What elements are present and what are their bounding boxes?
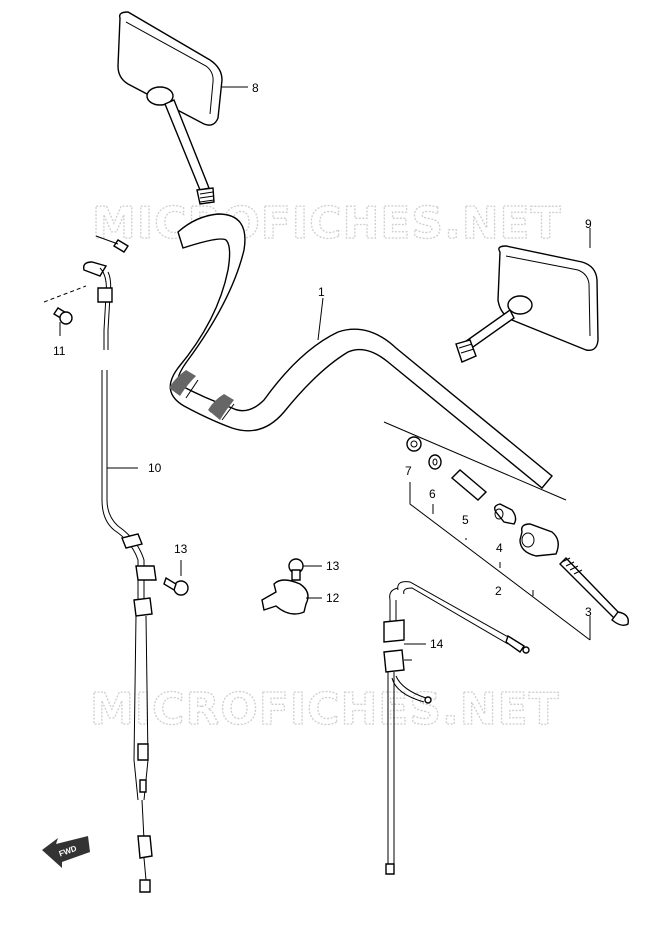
watermark-top: MICROFICHES.NET [92, 198, 562, 249]
fwd-arrow-badge: FWD [42, 836, 90, 868]
callout-1: 1 [318, 285, 325, 299]
watermark-bottom: MICROFICHES.NET [90, 684, 560, 735]
mirror-right [455, 228, 599, 363]
parts-group-lines [383, 421, 591, 641]
callout-4: 4 [496, 541, 503, 555]
cable-10 [82, 235, 157, 893]
callout-7: 7 [405, 464, 412, 478]
part-washer-6 [428, 454, 442, 470]
callout-11: 11 [53, 344, 66, 358]
callout-14: 14 [430, 637, 444, 651]
part-nut-7 [406, 436, 422, 452]
part-clamp-12 [261, 579, 322, 615]
callout-5: 5 [462, 513, 469, 527]
callout-10: 10 [148, 461, 162, 475]
part-pin-5 [450, 469, 488, 501]
callout-9: 9 [585, 217, 592, 231]
part-collar-4 [493, 503, 517, 525]
callout-3: 3 [585, 605, 592, 619]
part-screw-3 [559, 557, 629, 627]
callout-8: 8 [252, 81, 259, 95]
part-screw-13-left [163, 560, 189, 596]
cable-14 [383, 581, 530, 875]
callout-2: 2 [495, 584, 502, 598]
handlebar [169, 213, 553, 489]
callout-13-left: 13 [174, 542, 188, 556]
part-screw-13-right [288, 558, 322, 581]
callout-13-right: 13 [326, 559, 340, 573]
part-screw-11 [43, 285, 87, 336]
callout-6: 6 [429, 487, 436, 501]
part-weight-2 [519, 523, 559, 557]
callout-12: 12 [326, 591, 340, 605]
mirror-left [117, 11, 248, 205]
